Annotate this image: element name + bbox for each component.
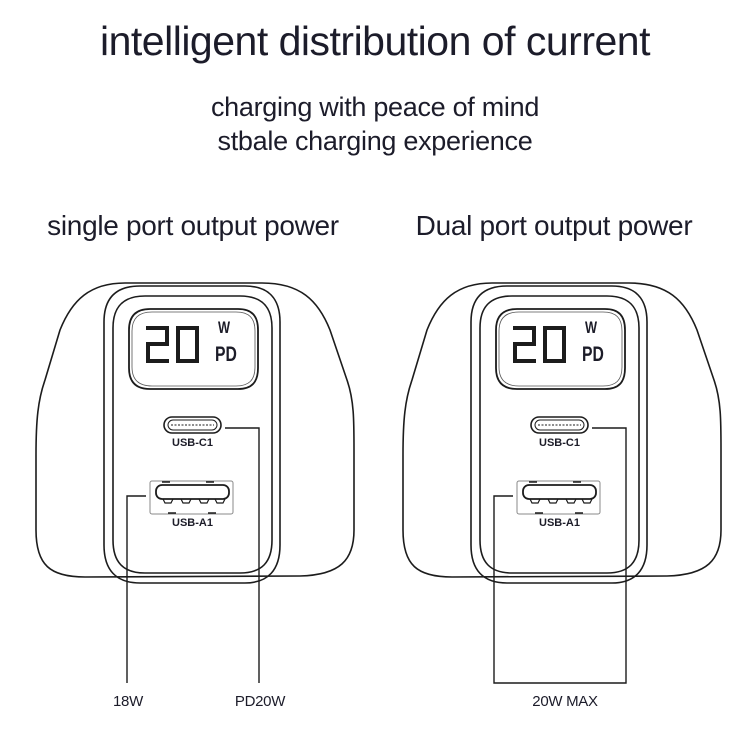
lcd-unit-right: W xyxy=(585,318,598,337)
lcd-unit-left: W xyxy=(218,318,231,337)
output-label-20w-max: 20W MAX xyxy=(532,693,598,710)
section-heading-dual-port: Dual port output power xyxy=(415,210,693,241)
main-title: intelligent distribution of current xyxy=(100,18,650,64)
charger-right xyxy=(402,282,722,584)
lcd-mode-left: PD xyxy=(215,343,237,366)
port-label-usb-c-left: USB-C1 xyxy=(172,437,213,449)
port-label-usb-c-right: USB-C1 xyxy=(539,437,580,449)
port-label-usb-a-right: USB-A1 xyxy=(539,517,580,529)
leader-lines-single xyxy=(126,427,260,683)
charger-left xyxy=(35,282,355,584)
subtitle-line-1: charging with peace of mind xyxy=(210,92,540,122)
output-label-18w: 18W xyxy=(113,693,143,710)
output-label-pd20w: PD20W xyxy=(234,693,286,710)
lcd-mode-right: PD xyxy=(582,343,604,366)
port-label-usb-a-left: USB-A1 xyxy=(172,517,213,529)
leader-lines-dual xyxy=(493,427,627,684)
section-heading-single-port: single port output power xyxy=(47,210,339,241)
subtitle-line-2: stbale charging experience xyxy=(217,126,533,156)
